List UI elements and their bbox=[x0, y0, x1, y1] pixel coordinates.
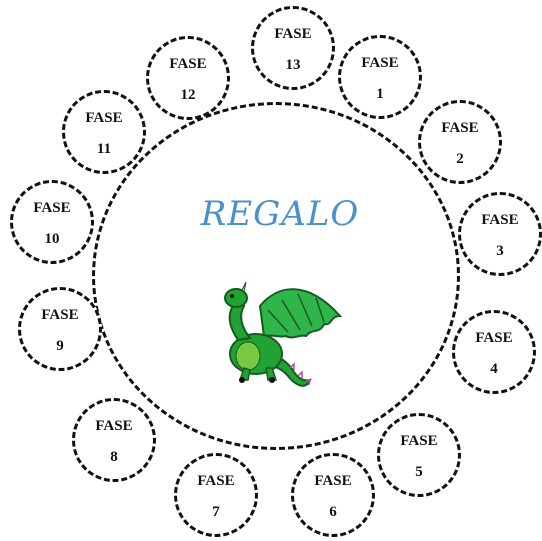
phase-label: FASE bbox=[169, 56, 207, 72]
phase-2-space[interactable]: FASE 2 bbox=[418, 100, 502, 184]
phase-3-space[interactable]: FASE 3 bbox=[458, 192, 542, 276]
phase-number: 12 bbox=[180, 87, 196, 103]
phase-number: 5 bbox=[415, 464, 423, 480]
phase-label: FASE bbox=[33, 200, 71, 216]
center-goal-circle[interactable] bbox=[92, 102, 460, 450]
phase-label: FASE bbox=[441, 120, 479, 136]
phase-number: 6 bbox=[329, 504, 337, 520]
phase-number: 1 bbox=[376, 86, 384, 102]
dragon-icon bbox=[224, 281, 343, 387]
phase-10-space[interactable]: FASE 10 bbox=[10, 180, 94, 264]
phase-number: 2 bbox=[456, 151, 464, 167]
phase-11-space[interactable]: FASE 11 bbox=[62, 90, 146, 174]
phase-label: FASE bbox=[274, 26, 312, 42]
phase-number: 10 bbox=[44, 231, 60, 247]
phase-label: FASE bbox=[314, 473, 352, 489]
phase-4-space[interactable]: FASE 4 bbox=[452, 310, 536, 394]
phase-6-space[interactable]: FASE 6 bbox=[291, 453, 375, 537]
phase-number: 9 bbox=[56, 338, 64, 354]
phase-13-space[interactable]: FASE 13 bbox=[251, 6, 335, 90]
phase-label: FASE bbox=[95, 418, 133, 434]
phase-label: FASE bbox=[197, 473, 235, 489]
phase-number: 3 bbox=[496, 243, 504, 259]
phase-label: FASE bbox=[361, 55, 399, 71]
phase-label: FASE bbox=[481, 212, 519, 228]
phase-12-space[interactable]: FASE 12 bbox=[146, 36, 230, 120]
phase-label: FASE bbox=[400, 433, 438, 449]
phase-number: 4 bbox=[490, 361, 498, 377]
phase-number: 11 bbox=[96, 141, 112, 157]
phase-label: FASE bbox=[41, 307, 79, 323]
goal-title: REGALO bbox=[200, 194, 360, 234]
phase-9-space[interactable]: FASE 9 bbox=[18, 287, 102, 371]
phase-1-space[interactable]: FASE 1 bbox=[338, 35, 422, 119]
phase-label: FASE bbox=[85, 110, 123, 126]
phase-number: 13 bbox=[285, 57, 301, 73]
phase-8-space[interactable]: FASE 8 bbox=[72, 398, 156, 482]
phase-5-space[interactable]: FASE 5 bbox=[377, 413, 461, 497]
phase-7-space[interactable]: FASE 7 bbox=[174, 453, 258, 537]
phase-number: 7 bbox=[212, 504, 220, 520]
phase-label: FASE bbox=[475, 330, 513, 346]
phase-number: 8 bbox=[110, 449, 118, 465]
